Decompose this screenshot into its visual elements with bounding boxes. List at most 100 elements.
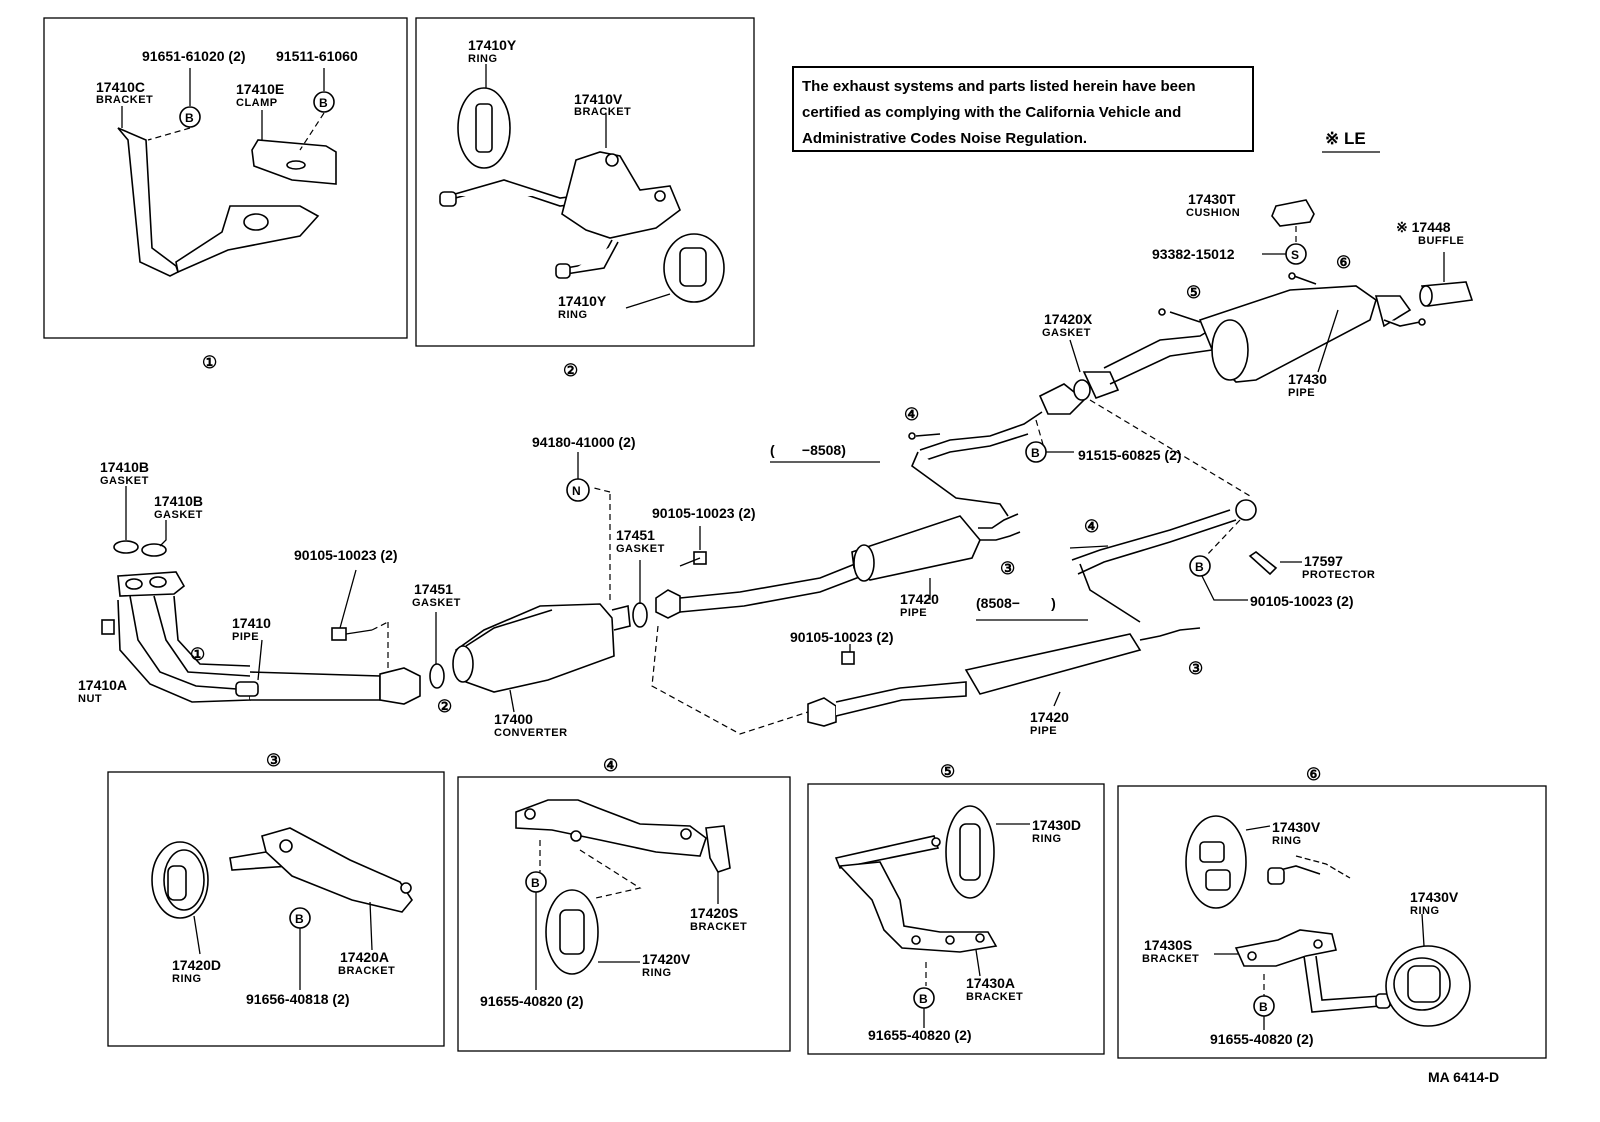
callout-1: ① — [190, 645, 205, 664]
panel-4-part-17420s: 17420S — [690, 905, 738, 921]
panel-6-part-91655: 91655-40820 (2) — [1210, 1031, 1314, 1047]
panel-6-part-17430v-right: 17430V — [1410, 889, 1459, 905]
panel-1-sym-b2: B — [319, 96, 328, 110]
panel-1-drawing: B B — [117, 68, 337, 277]
panel-1-part-17410e: 17410E — [236, 81, 284, 97]
panel-1-part-91651: 91651-61020 (2) — [142, 48, 246, 64]
panel-3-drawing: B — [151, 827, 413, 990]
label-17430: 17430 — [1288, 371, 1327, 387]
panel-3-part-17420d-desc: RING — [172, 973, 202, 985]
panel-3-part-91656: 91656-40818 (2) — [246, 991, 350, 1007]
main-sym-b1: B — [1031, 446, 1040, 460]
label-17410: 17410 — [232, 615, 271, 631]
panel-1-border — [43, 17, 408, 339]
label-17410b-2: 17410B — [154, 493, 203, 509]
label-17430-desc: PIPE — [1288, 387, 1315, 399]
callout-4-lower: ④ — [1084, 517, 1099, 536]
panel-4-part-17420v: 17420V — [642, 951, 691, 967]
note-line-1: The exhaust systems and parts listed her… — [802, 78, 1196, 95]
panel-6-part-17430v-left-desc: RING — [1272, 835, 1302, 847]
panel-4-drawing: B — [515, 799, 731, 990]
callout-3-lower: ③ — [1188, 659, 1203, 678]
panel-4-sym-b: B — [531, 876, 540, 890]
label-17410a-desc: NUT — [78, 693, 102, 705]
panel-6-part-17430v-right-desc: RING — [1410, 905, 1440, 917]
panel-5-border — [807, 783, 1105, 1055]
panel-number-5: ⑤ — [940, 762, 955, 781]
panel-3-part-17420d: 17420D — [172, 957, 221, 973]
panel-4-part-17420v-desc: RING — [642, 967, 672, 979]
panel-2-part-17410v: 17410V — [574, 91, 623, 107]
panel-5-part-17430d: 17430D — [1032, 817, 1081, 833]
panel-5-part-17430a: 17430A — [966, 975, 1015, 991]
panel-2-drawing — [439, 64, 725, 309]
panel-number-2: ② — [563, 361, 578, 380]
panel-6-border — [1117, 785, 1547, 1059]
panel-1-part-17410c-desc: BRACKET — [96, 94, 153, 106]
panel-4-border — [457, 776, 791, 1052]
certification-note: The exhaust systems and parts listed her… — [792, 66, 1254, 152]
panel-6-sym-b: B — [1259, 1000, 1268, 1014]
panel-number-4: ④ — [603, 756, 618, 775]
callout-4-upper: ④ — [904, 405, 919, 424]
label-17420x-desc: GASKET — [1042, 327, 1091, 339]
label-bolt-90105-4: 90105-10023 (2) — [1250, 593, 1354, 609]
label-91515: 91515-60825 (2) — [1078, 447, 1182, 463]
callout-2: ② — [437, 697, 452, 716]
label-17410b-1-desc: GASKET — [100, 475, 149, 487]
label-17597-desc: PROTECTOR — [1302, 569, 1375, 581]
panel-6-part-17430s: 17430S — [1144, 937, 1192, 953]
panel-1-part-17410c: 17410C — [96, 79, 145, 95]
panel-1-part-91511: 91511-61060 — [276, 48, 358, 64]
panel-6-part-17430v-left: 17430V — [1272, 819, 1321, 835]
main-sym-n: N — [572, 484, 581, 498]
panel-3-sym-b: B — [295, 912, 304, 926]
panel-2-part-17410y-top-desc: RING — [468, 53, 498, 65]
panel-2-part-17410y-bottom: 17410Y — [558, 293, 607, 309]
panel-4-part-91655: 91655-40820 (2) — [480, 993, 584, 1009]
label-17451-1: 17451 — [414, 581, 453, 597]
figure-code: MA 6414-D — [1428, 1069, 1499, 1085]
panel-5-part-17430a-desc: BRACKET — [966, 991, 1023, 1003]
label-bolt-90105-3: 90105-10023 (2) — [790, 629, 894, 645]
panel-1-part-17410e-desc: CLAMP — [236, 97, 278, 109]
panel-number-6: ⑥ — [1306, 765, 1321, 784]
label-94180: 94180-41000 (2) — [532, 434, 636, 450]
label-17420-upper: 17420 — [900, 591, 939, 607]
panel-1-sym-b1: B — [185, 111, 194, 125]
label-17420-upper-desc: PIPE — [900, 607, 927, 619]
callout-6: ⑥ — [1336, 253, 1351, 272]
label-17597: 17597 — [1304, 553, 1343, 569]
label-93382: 93382-15012 — [1152, 246, 1235, 262]
main-sym-s: S — [1291, 248, 1299, 262]
label-17430t-desc: CUSHION — [1186, 207, 1240, 219]
label-17410b-2-desc: GASKET — [154, 509, 203, 521]
label-17430t: 17430T — [1188, 191, 1236, 207]
panel-3-part-17420a-desc: BRACKET — [338, 965, 395, 977]
label-17451-1-desc: GASKET — [412, 597, 461, 609]
le-label: ※ LE — [1325, 129, 1366, 148]
panel-5-drawing: B — [834, 805, 1030, 1028]
label-17448: ※ 17448 — [1396, 219, 1451, 235]
main-drawing: N — [101, 199, 1474, 735]
label-17420x: 17420X — [1044, 311, 1093, 327]
panel-number-3: ③ — [266, 751, 281, 770]
panel-3-border — [107, 771, 445, 1047]
panel-3-part-17420a: 17420A — [340, 949, 389, 965]
panel-5-sym-b: B — [919, 992, 928, 1006]
panel-5-part-17430d-desc: RING — [1032, 833, 1062, 845]
label-range-upper: ( −8508) — [770, 442, 846, 458]
panel-2-part-17410y-bottom-desc: RING — [558, 309, 588, 321]
note-line-3: Administrative Codes Noise Regulation. — [802, 130, 1088, 147]
label-17410-desc: PIPE — [232, 631, 259, 643]
label-bolt-90105-1: 90105-10023 (2) — [294, 547, 398, 563]
label-17410a: 17410A — [78, 677, 127, 693]
label-17400: 17400 — [494, 711, 533, 727]
main-sym-b2: B — [1195, 560, 1204, 574]
label-17400-desc: CONVERTER — [494, 727, 568, 739]
label-17420-lower-desc: PIPE — [1030, 725, 1057, 737]
label-17420-lower: 17420 — [1030, 709, 1069, 725]
panel-2-border — [415, 17, 755, 347]
panel-6-part-17430s-desc: BRACKET — [1142, 953, 1199, 965]
